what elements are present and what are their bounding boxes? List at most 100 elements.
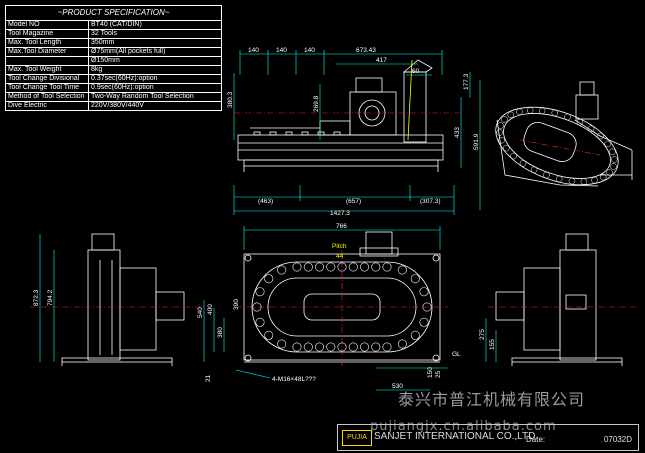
- tool-pocket: [419, 317, 429, 327]
- tool-pocket: [303, 342, 313, 352]
- iso-tool-pocket: [501, 116, 508, 123]
- iso-tool-pocket: [503, 144, 510, 152]
- tool-pocket: [419, 287, 429, 297]
- iso-tool-pocket: [551, 109, 559, 117]
- dimension-label: 4-M16×48L???: [272, 376, 316, 383]
- dimension-label: 390: [233, 299, 240, 310]
- tool-pocket: [326, 342, 336, 352]
- tool-pocket: [348, 262, 358, 272]
- tool-pocket: [410, 274, 420, 284]
- left-view: [61, 233, 185, 366]
- dim-lines-bottom: [39, 226, 497, 391]
- iso-tool-pocket: [497, 122, 504, 129]
- iso-tool-pocket: [538, 107, 546, 115]
- tool-pocket: [264, 274, 274, 284]
- tool-pocket: [359, 262, 369, 272]
- watermark-url: pujiangjx.cn.alibaba.com: [370, 419, 557, 434]
- iso-tool-pocket: [610, 163, 617, 170]
- dimension-label: 794.2: [47, 289, 54, 306]
- drawing-number: 07032D: [603, 435, 632, 444]
- dimension-label: 591.9: [473, 133, 480, 150]
- title-block: PUJIA SANJET INTERNATIONAL CO.,LTD. Date…: [337, 424, 639, 451]
- iso-tool-pocket: [510, 152, 517, 160]
- tool-pocket: [255, 317, 265, 327]
- dimension-label: 269.8: [313, 95, 320, 112]
- dimension-label: 872.3: [33, 289, 40, 306]
- iso-tool-pocket: [568, 177, 576, 185]
- iso-tool-pocket: [496, 129, 503, 136]
- dimension-label: GL: [452, 351, 461, 358]
- dimension-label: 60: [412, 68, 420, 75]
- right-view: [495, 233, 623, 366]
- dimension-label: 433: [454, 127, 461, 138]
- iso-pockets: [496, 107, 618, 185]
- tool-pocket: [382, 342, 392, 352]
- iso-tool-pocket: [543, 171, 550, 179]
- dimension-label: 380: [217, 327, 224, 338]
- tool-pocket: [314, 342, 324, 352]
- company-logo: PUJIA: [342, 430, 372, 446]
- iso-tool-pocket: [507, 111, 515, 119]
- iso-tool-pocket: [526, 107, 534, 114]
- dimension-label: Pitch: [332, 243, 347, 250]
- tool-pocket: [337, 342, 347, 352]
- tool-pocket: [292, 262, 302, 272]
- tool-pocket: [314, 262, 324, 272]
- dim-lines-top: [233, 50, 481, 215]
- tool-pocket: [397, 339, 407, 349]
- centerlines: [30, 112, 636, 368]
- tool-pocket: [348, 342, 358, 352]
- dimension-label: (307.3): [420, 198, 441, 205]
- tool-pocket: [337, 262, 347, 272]
- tool-pocket: [252, 302, 262, 312]
- dimension-label: 417: [376, 57, 387, 64]
- iso-tool-pocket: [576, 118, 584, 126]
- iso-tool-pocket: [604, 140, 611, 148]
- dimension-label: 380.3: [227, 91, 234, 108]
- tool-pocket: [255, 287, 265, 297]
- dimension-label: 766: [336, 223, 347, 230]
- tool-pocket: [410, 330, 420, 340]
- tool-pocket: [359, 342, 369, 352]
- dimension-label: 177.3: [463, 73, 470, 90]
- dimension-label: 540: [197, 307, 204, 318]
- date-label: Date:: [526, 435, 546, 444]
- iso-tool-pocket: [599, 173, 607, 181]
- tool-pocket: [371, 262, 381, 272]
- dimension-label: (657): [346, 198, 361, 205]
- dimension-label: 140: [248, 47, 259, 54]
- dimension-label: 140: [304, 47, 315, 54]
- dimension-label: 530: [392, 383, 403, 390]
- dimension-label: 155: [489, 339, 496, 350]
- tool-pocket: [382, 262, 392, 272]
- iso-tool-pocket: [564, 113, 571, 121]
- iso-tool-pocket: [516, 108, 523, 116]
- dimension-label: 25: [435, 370, 442, 378]
- dimension-label: 400: [207, 304, 214, 315]
- dimension-label: 140: [276, 47, 287, 54]
- iso-tool-pocket: [498, 136, 505, 144]
- tool-pocket: [303, 262, 313, 272]
- iso-tool-pocket: [580, 178, 588, 185]
- tool-pocket: [422, 302, 432, 312]
- iso-tool-pocket: [530, 166, 538, 174]
- company-name: SANJET INTERNATIONAL CO.,LTD.: [374, 431, 539, 442]
- dimension-label: 150: [427, 367, 434, 378]
- dimension-label: (463): [258, 198, 273, 205]
- iso-tool-pocket: [606, 169, 613, 176]
- spec-title: ~PRODUCT SPECIFICATION~: [5, 5, 222, 20]
- tool-pocket: [277, 265, 287, 275]
- iso-tool-pocket: [611, 156, 618, 163]
- watermark-chinese: 泰兴市普江机械有限公司: [398, 390, 586, 409]
- dimension-label: 1427.3: [330, 210, 350, 217]
- iso-tool-pocket: [591, 176, 598, 184]
- tool-pocket: [326, 262, 336, 272]
- dimension-label: 673.43: [356, 47, 376, 54]
- dimension-label: 21: [205, 374, 212, 382]
- tool-pocket: [397, 265, 407, 275]
